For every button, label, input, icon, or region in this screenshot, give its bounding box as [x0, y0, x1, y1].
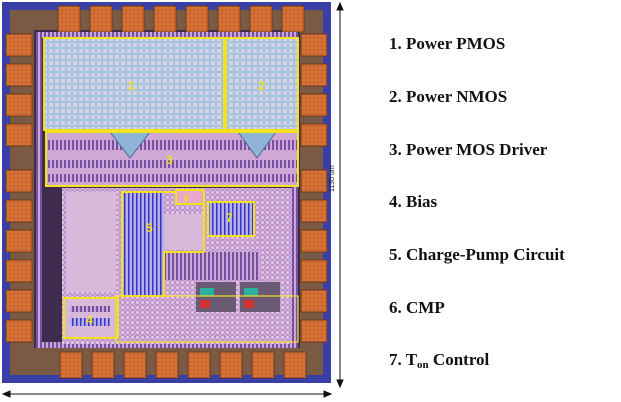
block-label-6: 6: [184, 193, 189, 203]
width-dimension-arrow: [1, 390, 333, 398]
top-io-pads: [57, 5, 305, 33]
bottom-io-pads: [59, 351, 307, 379]
legend-item-power-mos-driver: 3. Power MOS Driver: [389, 140, 547, 160]
block-power-pmos: [43, 37, 225, 131]
block-ton-control: [207, 201, 255, 237]
left-io-pads: [5, 33, 33, 343]
legend-text: CMP: [406, 298, 445, 317]
legend-num: 6.: [389, 298, 402, 317]
block-label-5: 5: [146, 221, 153, 235]
legend-num: 3.: [389, 140, 402, 159]
legend-num: 4.: [389, 192, 402, 211]
block-label-3: 3: [166, 153, 173, 167]
legend-subscript: on: [417, 359, 429, 371]
legend-text: Power NMOS: [406, 87, 508, 106]
block-power-nmos: [225, 37, 299, 131]
legend-item-power-pmos: 1. Power PMOS: [389, 34, 505, 54]
legend-text: Bias: [406, 192, 438, 211]
block-bias: [63, 295, 299, 343]
legend-text: T: [405, 350, 418, 369]
block-label-7: 7: [226, 211, 233, 225]
legend-text: Power MOS Driver: [406, 140, 548, 159]
legend-item-charge-pump: 5. Charge-Pump Circuit: [389, 245, 565, 265]
legend-item-bias: 4. Bias: [389, 192, 437, 212]
inner-pad-ring: [36, 32, 298, 348]
legend-num: 2.: [389, 87, 402, 106]
block-label-4: 4: [86, 313, 93, 327]
block-cmp: [175, 189, 205, 205]
legend-item-ton-control: 7. Ton Control: [389, 350, 489, 371]
legend-text: Power PMOS: [406, 34, 506, 53]
right-io-pads: [300, 33, 328, 343]
height-dimension-arrow: [336, 1, 344, 389]
legend-text-after: Control: [428, 350, 490, 369]
chip-layout-diagram: 1 2 3 4 5 6 7: [1, 1, 344, 398]
legend-text: Charge-Pump Circuit: [406, 245, 565, 264]
legend-num: 7.: [389, 350, 402, 369]
legend-item-power-nmos: 2. Power NMOS: [389, 87, 507, 107]
height-dimension-label: 1130 um: [329, 165, 336, 192]
legend-num: 5.: [389, 245, 402, 264]
legend-item-cmp: 6. CMP: [389, 298, 445, 318]
block-power-mos-driver: [45, 131, 299, 187]
block-charge-pump: [121, 191, 205, 297]
block-label-2: 2: [258, 79, 265, 93]
legend-num: 1.: [389, 34, 402, 53]
block-label-1: 1: [128, 79, 135, 93]
